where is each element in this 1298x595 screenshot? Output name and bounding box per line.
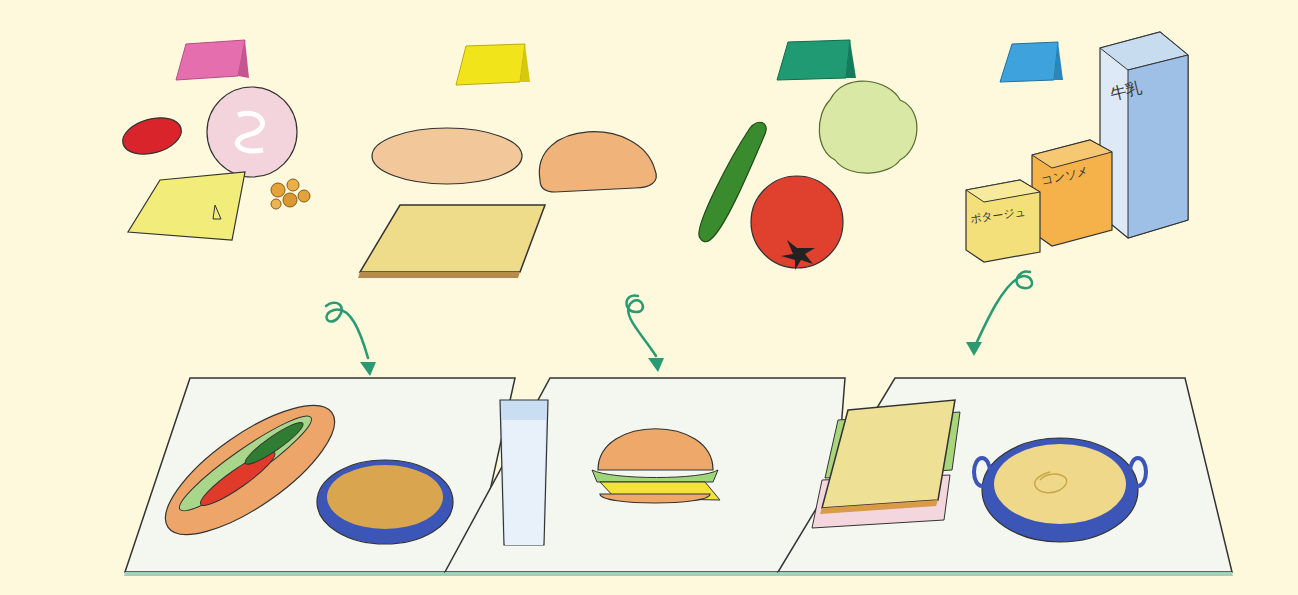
arrow-head: [360, 362, 376, 376]
tray: [445, 378, 845, 572]
curly-arrow-line: [626, 295, 656, 356]
potage-box-top: [966, 180, 1040, 202]
arrow-head: [648, 358, 664, 372]
tray-edge: [444, 572, 830, 576]
tray-edge: [124, 572, 472, 576]
pink-card-fold: [238, 40, 249, 78]
consomme-box: [1032, 140, 1112, 246]
tray: [125, 378, 515, 572]
yellow-card-fold: [520, 44, 530, 82]
soup-swirl: [1035, 472, 1067, 493]
ham-swirl: [237, 113, 263, 151]
arrow-head: [966, 342, 982, 356]
consomme-box-top: [1032, 140, 1112, 168]
soup: [327, 465, 443, 529]
soup-bowl: [982, 438, 1138, 542]
toast-slice: [360, 205, 545, 272]
sandwich-crust: [820, 500, 938, 514]
pink-card: [176, 40, 245, 80]
hot-dog: [147, 383, 352, 557]
tomato-stem: [781, 240, 815, 270]
hot-dog-bun: [147, 383, 352, 557]
nuts: [271, 179, 310, 209]
burger-lettuce: [592, 470, 718, 482]
nut: [298, 190, 310, 202]
sandwich-bread: [822, 400, 955, 508]
nut: [271, 199, 281, 209]
milk-carton: [1100, 32, 1188, 238]
package-label: ポタージュ: [967, 206, 1028, 226]
tray: [778, 378, 1232, 572]
cheese-mark: [213, 205, 221, 219]
burger-bun-bottom: [600, 494, 710, 503]
green-card-fold: [846, 40, 856, 78]
soup-bowl: [317, 460, 453, 544]
milk: [502, 420, 546, 545]
ham-slice: [207, 87, 297, 177]
bread-roll: [372, 128, 522, 184]
curly-arrow: [326, 271, 1032, 358]
sausage: [119, 112, 186, 160]
nut: [271, 183, 285, 197]
bowl-handle: [974, 458, 990, 486]
curly-arrow-line: [326, 303, 368, 358]
milk-carton-side: [1128, 55, 1188, 238]
soup: [994, 444, 1126, 524]
blue-card: [1000, 42, 1058, 82]
yellow-card: [456, 44, 525, 85]
tray-edge: [777, 572, 1233, 576]
cucumber-filling: [241, 418, 306, 470]
lettuce: [819, 81, 917, 173]
burger-bun-top: [598, 429, 713, 470]
package-label: 牛乳: [1103, 77, 1150, 105]
toast-crust: [358, 272, 520, 278]
milk-glass: [500, 400, 548, 545]
nut: [287, 179, 299, 191]
nut: [283, 193, 297, 207]
lettuce-filling: [172, 406, 319, 521]
bread-bun: [539, 132, 656, 192]
bowl-handle: [1130, 458, 1146, 486]
potage-box: [966, 180, 1040, 262]
blue-card-fold: [1054, 42, 1063, 80]
package-label: コンソメ: [1037, 165, 1093, 189]
curly-arrow-line: [976, 271, 1032, 344]
cheese-slice: [128, 172, 245, 240]
green-card: [777, 40, 850, 80]
